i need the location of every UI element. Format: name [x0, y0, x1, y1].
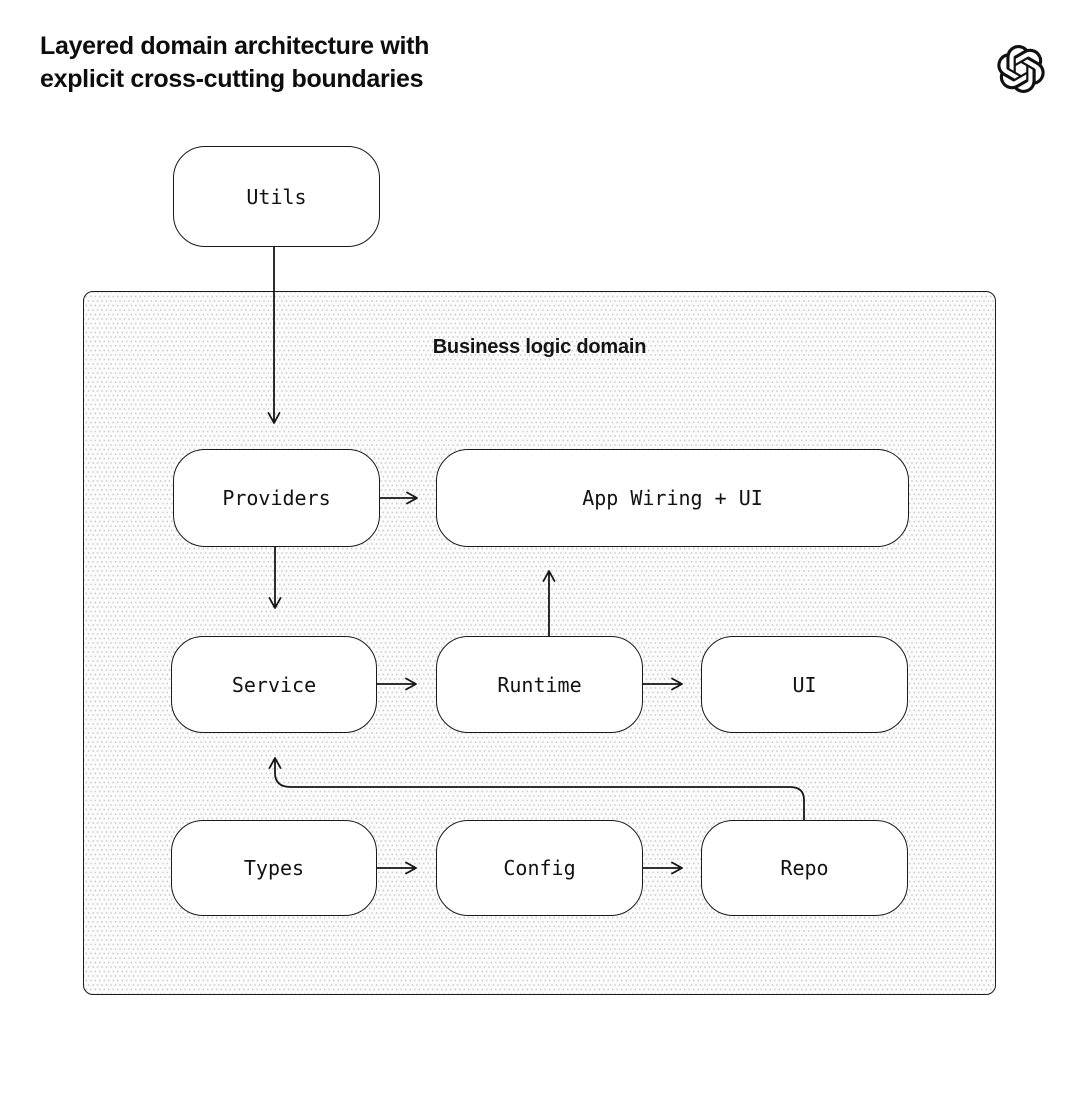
node-types: Types	[171, 820, 377, 916]
page-title: Layered domain architecture with explici…	[40, 30, 429, 96]
node-utils: Utils	[173, 146, 380, 247]
node-config: Config	[436, 820, 643, 916]
node-runtime: Runtime	[436, 636, 643, 733]
node-repo: Repo	[701, 820, 908, 916]
container-label: Business logic domain	[432, 336, 647, 358]
node-ui: UI	[701, 636, 908, 733]
title-line-1: Layered domain architecture with	[40, 32, 430, 60]
node-app-wiring-ui: App Wiring + UI	[436, 449, 909, 547]
node-service: Service	[171, 636, 377, 733]
title-line-2: explicit cross-cutting boundaries	[40, 65, 424, 93]
openai-logo-icon	[997, 45, 1045, 93]
node-providers: Providers	[173, 449, 380, 547]
